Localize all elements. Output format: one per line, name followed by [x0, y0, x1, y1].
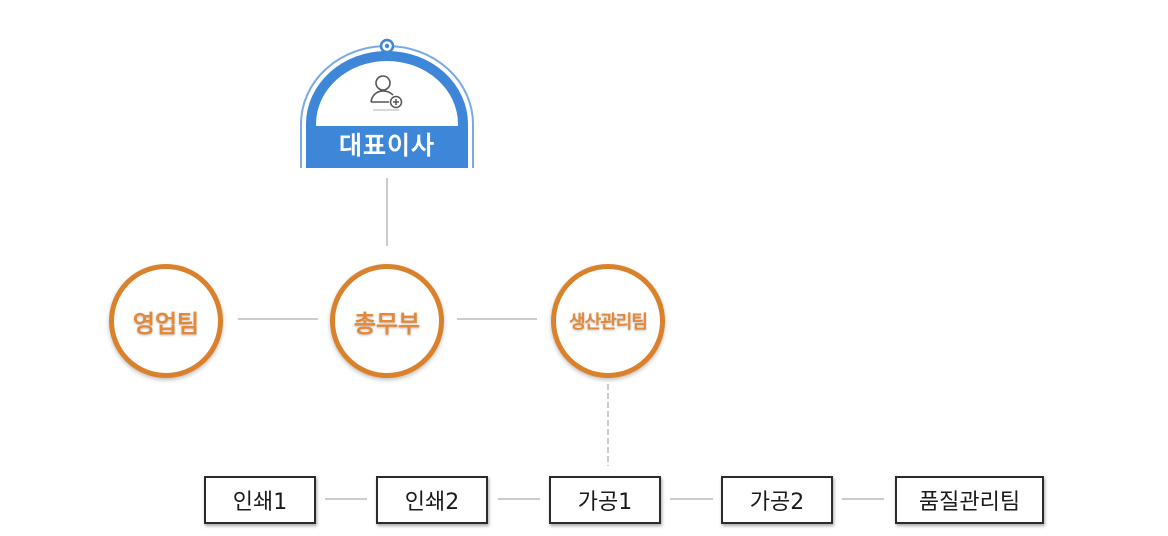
dept-sales[interactable]: 영업팀 — [109, 264, 223, 378]
team-quality-management[interactable]: 품질관리팀 — [895, 476, 1044, 524]
dept-general-affairs[interactable]: 총무부 — [330, 264, 444, 378]
dept-production-management[interactable]: 생산관리팀 — [551, 264, 665, 378]
team-processing-2[interactable]: 가공2 — [721, 476, 833, 524]
team-print-2[interactable]: 인쇄2 — [376, 476, 488, 524]
team-processing-1[interactable]: 가공1 — [549, 476, 661, 524]
ceo-node[interactable]: 대표이사 — [299, 38, 475, 170]
team-print-1[interactable]: 인쇄1 — [204, 476, 316, 524]
add-user-icon — [367, 72, 407, 112]
ceo-label: 대표이사 — [338, 131, 435, 160]
